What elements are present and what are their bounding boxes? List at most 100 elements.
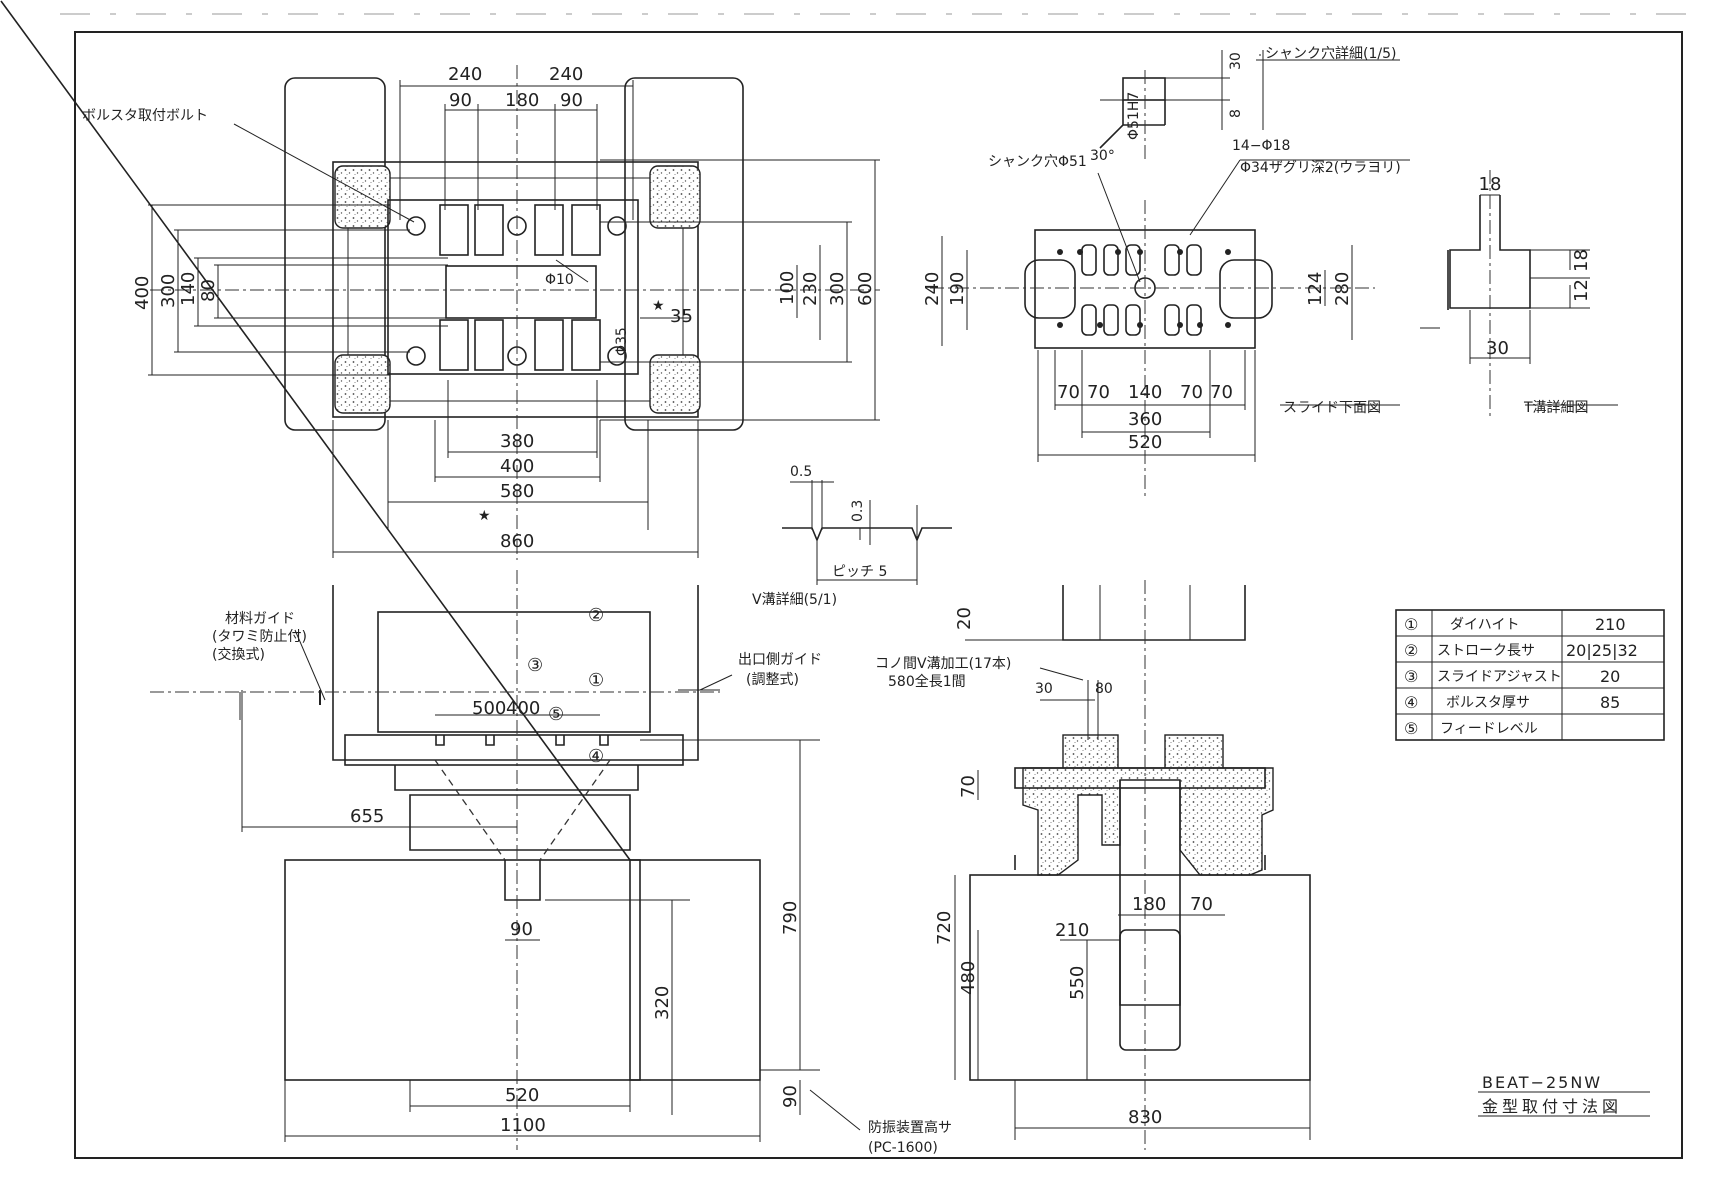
drawing-title: 金型取付寸法図	[1482, 1097, 1622, 1116]
press-front-view	[0, 0, 861, 1150]
dim-front-1100: 1100	[500, 1115, 546, 1136]
dim-shank-30deg: 30°	[1090, 148, 1115, 164]
dim-plan-240b: 240	[549, 64, 583, 85]
dim-front-320: 320	[652, 986, 673, 1020]
spec-no-4: ④	[1404, 693, 1418, 712]
dim-plan-80: 80	[198, 279, 219, 302]
shank-detail-title: シャンク穴詳細(1/5)	[1265, 46, 1396, 62]
bolt-dia-label: Φ10	[545, 272, 574, 288]
dim-side-480: 480	[958, 961, 979, 995]
shank-hole-detail	[1099, 50, 1400, 160]
slide-bottom-view	[930, 159, 1410, 500]
dim-slide-124: 124	[1305, 272, 1326, 306]
dim-plan-600: 600	[855, 272, 876, 306]
spec-value-1: 210	[1595, 615, 1626, 634]
marker-4: ④	[588, 746, 604, 767]
dim-slide-70d: 70	[1210, 382, 1233, 403]
spec-row-2: ② ストローク長サ 20|25|32	[1404, 641, 1638, 660]
dim-slide-360: 360	[1128, 409, 1162, 430]
spec-no-5: ⑤	[1404, 719, 1418, 738]
dim-front-790: 790	[780, 901, 801, 935]
dim-side-70b: 70	[1190, 894, 1213, 915]
bolster-bolt-label: ボルスタ取付ボルト	[82, 108, 208, 124]
dim-slide-520: 520	[1128, 432, 1162, 453]
marker-2: ②	[588, 605, 604, 626]
title-block	[1478, 1091, 1650, 1117]
dim-plan-400b: 400	[500, 456, 534, 477]
dim-slide-70b: 70	[1087, 382, 1110, 403]
marker-5: ⑤	[548, 704, 564, 725]
dim-slide-70c: 70	[1180, 382, 1203, 403]
dim-plan-180: 180	[505, 90, 539, 111]
star-mark-2: ★	[478, 508, 491, 524]
dim-front-400: 400	[506, 698, 540, 719]
dim-plan-300: 300	[158, 274, 179, 308]
dim-side-20: 20	[954, 607, 975, 630]
dim-plan-860: 860	[500, 531, 534, 552]
dim-front-500: 500	[472, 698, 506, 719]
dim-plan-100: 100	[777, 271, 798, 305]
dim-plan-90b: 90	[560, 90, 583, 111]
spec-no-2: ②	[1404, 641, 1418, 660]
v-groove-detail	[782, 480, 952, 585]
drawing-border	[74, 31, 1683, 1159]
spec-no-3: ③	[1404, 667, 1418, 686]
dim-plan-300r: 300	[827, 272, 848, 306]
dim-side-210: 210	[1055, 920, 1089, 941]
spec-item-5: フィードレベル	[1440, 721, 1538, 737]
side-guide-sub: (調整式)	[746, 672, 799, 688]
spec-row-3: ③ スライドアジャスト 20	[1404, 667, 1620, 686]
dim-slide-140: 140	[1128, 382, 1162, 403]
v-groove-length-label: 580全長1間	[888, 673, 966, 690]
dim-vgroove-05: 0.5	[790, 464, 812, 480]
pitch-label: ピッチ 5	[832, 564, 887, 580]
vibration-sub: (PC-1600)	[868, 1140, 938, 1156]
dim-tslot-30: 30	[1486, 338, 1509, 359]
dim-side-550: 550	[1067, 966, 1088, 1000]
dim-slide-70a: 70	[1057, 382, 1080, 403]
v-groove-machining-label: コノ間V溝加工(17本)	[875, 656, 1011, 672]
dim-side-30: 30	[1035, 681, 1053, 697]
dim-plan-230: 230	[800, 272, 821, 306]
dim-plan-580: 580	[500, 481, 534, 502]
spec-item-4: ボルスタ厚サ	[1446, 695, 1530, 711]
material-guide-label: 材料ガイド	[225, 611, 295, 627]
dim-side-80: 80	[1095, 681, 1113, 697]
spec-value-3: 20	[1600, 667, 1620, 686]
dim-plan-400: 400	[132, 276, 153, 310]
spec-value-4: 85	[1600, 693, 1620, 712]
dim-side-830: 830	[1128, 1107, 1162, 1128]
bolster-plan-view	[148, 65, 880, 560]
dim-tslot-18: 18	[1479, 174, 1502, 195]
vibration-label: 防振装置高サ	[868, 1119, 952, 1136]
holes-label: 14−Φ18	[1232, 138, 1290, 154]
spec-row-5: ⑤ フィードレベル	[1404, 719, 1538, 738]
spec-item-2: ストローク長サ	[1437, 643, 1535, 659]
dim-tslot-12: 12	[1571, 279, 1592, 302]
shank-fit-label: Φ51H7	[1126, 92, 1142, 140]
v-groove-title: V溝詳細(5/1)	[752, 592, 837, 608]
dim-plan-240a: 240	[448, 64, 482, 85]
dim-front-655: 655	[350, 806, 384, 827]
dim-plan-140: 140	[178, 272, 199, 306]
counterbore-label: Φ34ザグリ深2(ウラヨリ)	[1240, 160, 1401, 176]
dim-shank-30: 30	[1228, 52, 1244, 70]
hole-dia-label: Φ35	[614, 327, 630, 356]
dim-front-90: 90	[510, 919, 533, 940]
dim-front-90b: 90	[780, 1085, 801, 1108]
dim-plan-90a: 90	[449, 90, 472, 111]
spec-no-1: ①	[1404, 615, 1418, 634]
star-mark-1: ★	[652, 298, 665, 314]
dim-vgroove-03: 0.3	[850, 500, 866, 522]
spec-table	[1395, 609, 1665, 741]
material-guide-sub1: (タワミ防止付)	[212, 629, 307, 645]
t-slot-detail	[1420, 170, 1618, 420]
material-guide-sub2: (交換式)	[212, 646, 265, 663]
slide-bottom-title: スライド下面図	[1283, 400, 1381, 416]
spec-value-2: 20|25|32	[1566, 641, 1638, 660]
marker-1: ①	[588, 670, 604, 691]
dim-plan-35: 35	[670, 306, 693, 327]
dim-tslot-18v: 18	[1571, 249, 1592, 272]
t-slot-title: T溝詳細図	[1523, 400, 1589, 416]
